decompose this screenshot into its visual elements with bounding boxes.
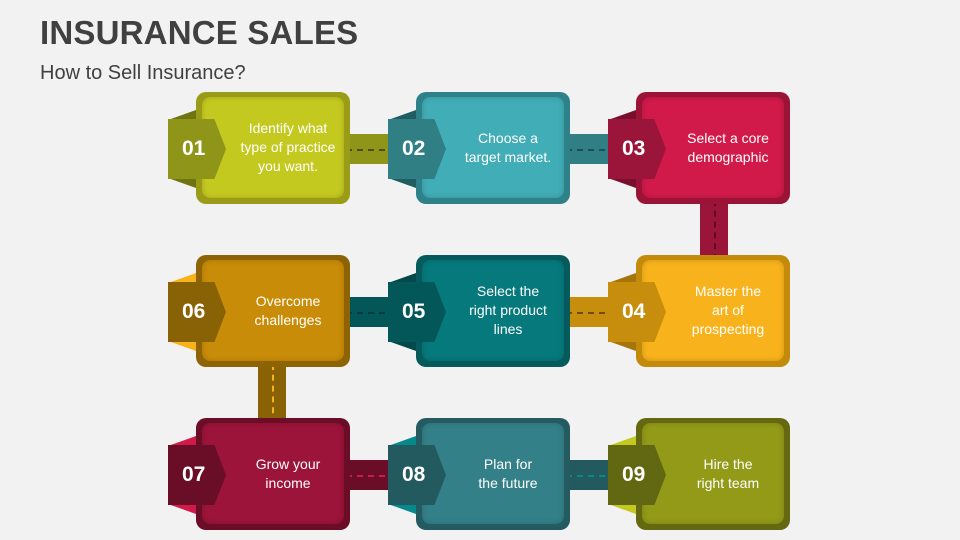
step-card-body: Select a core demographic (642, 97, 784, 198)
ribbon-fold (388, 178, 416, 188)
connector-08-09 (566, 460, 616, 490)
step-number-badge: 05 (388, 282, 446, 342)
ribbon-fold (168, 341, 196, 351)
step-number-badge: 08 (388, 445, 446, 505)
step-card-01: Identify what type of practice you want. (196, 92, 350, 204)
step-text: Select the right product lines (469, 283, 547, 337)
step-number-badge: 07 (168, 445, 226, 505)
ribbon-fold (608, 110, 636, 120)
step-card-body: Choose a target market. (422, 97, 564, 198)
ribbon-fold (168, 504, 196, 514)
ribbon-fold (168, 178, 196, 188)
step-text: Grow your income (255, 455, 321, 491)
ribbon-fold (388, 504, 416, 514)
step-text: Identify what type of practice you want. (240, 120, 336, 174)
step-card-body: Overcome challenges (202, 260, 344, 361)
connector-05-06 (346, 297, 396, 327)
ribbon-fold (608, 178, 636, 188)
step-card-body: Plan for the future (422, 423, 564, 524)
ribbon-fold (168, 436, 196, 446)
step-text: Overcome challenges (254, 292, 322, 328)
ribbon-fold (168, 273, 196, 283)
connector-04-05 (566, 297, 616, 327)
step-card-06: Overcome challenges (196, 255, 350, 367)
ribbon-fold (608, 436, 636, 446)
step-number-badge: 06 (168, 282, 226, 342)
connector-07-08 (346, 460, 396, 490)
ribbon-fold (388, 341, 416, 351)
step-text: Choose a target market. (464, 129, 552, 165)
connector-01-02 (346, 134, 396, 164)
ribbon-fold (608, 341, 636, 351)
step-text: Hire the right team (696, 455, 760, 491)
page-title: INSURANCE SALES (40, 14, 359, 51)
step-card-body: Master the art of prospecting (642, 260, 784, 361)
ribbon-fold (388, 110, 416, 120)
step-card-08: Plan for the future (416, 418, 570, 530)
ribbon-fold (168, 110, 196, 120)
step-number-badge: 03 (608, 119, 666, 179)
step-card-02: Choose a target market. (416, 92, 570, 204)
connector-02-03 (566, 134, 616, 164)
step-text: Plan for the future (478, 455, 538, 491)
step-number-badge: 09 (608, 445, 666, 505)
step-text: Select a core demographic (687, 129, 769, 165)
page-subtitle: How to Sell Insurance? (40, 62, 246, 84)
step-card-body: Grow your income (202, 423, 344, 524)
step-card-body: Hire the right team (642, 423, 784, 524)
step-text: Master the art of prospecting (691, 283, 765, 337)
step-number-badge: 02 (388, 119, 446, 179)
connector-06-07 (258, 364, 286, 424)
step-card-body: Select the right product lines (422, 260, 564, 361)
ribbon-fold (388, 436, 416, 446)
step-number-badge: 04 (608, 282, 666, 342)
step-card-body: Identify what type of practice you want. (202, 97, 344, 198)
ribbon-fold (608, 504, 636, 514)
ribbon-fold (388, 273, 416, 283)
ribbon-fold (608, 273, 636, 283)
step-number-badge: 01 (168, 119, 226, 179)
connector-03-04 (700, 200, 728, 260)
